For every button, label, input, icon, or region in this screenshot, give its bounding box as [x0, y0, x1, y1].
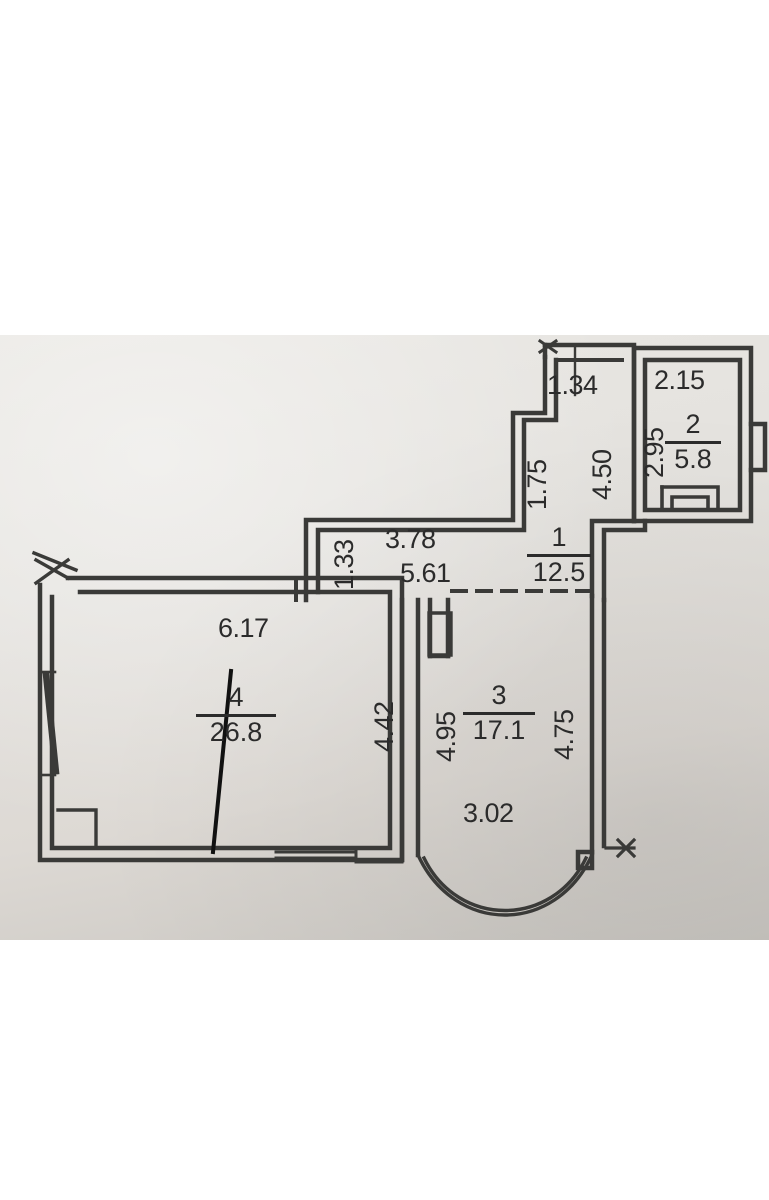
corner-marker-top-left	[31, 550, 79, 586]
room-4-number: 4	[228, 682, 244, 712]
bathroom-fixture	[660, 485, 720, 512]
room-3-label: 3 17.1	[463, 682, 535, 744]
room-1-number: 1	[551, 522, 567, 552]
scanned-plan-photo	[0, 335, 769, 940]
dimension-label-3-02: 3.02	[463, 798, 514, 828]
hall-outline	[303, 342, 648, 603]
dimension-label-2-95: 2.95	[639, 427, 669, 478]
room-2-label: 2 5.8	[665, 411, 721, 473]
dimension-label-4-95: 4.95	[431, 711, 461, 762]
room-4-area: 26.8	[209, 717, 263, 747]
dimension-label-1-33: 1.33	[329, 539, 359, 590]
living-room-left-window	[41, 670, 60, 777]
corner-marker-bottom-right	[604, 837, 637, 859]
dimension-label-3-78: 3.78	[385, 524, 436, 554]
dimension-label-1-75: 1.75	[522, 459, 552, 510]
dimension-tick-top-left	[537, 338, 559, 355]
kitchen-curved-wall	[415, 852, 595, 917]
dimension-label-4-42: 4.42	[369, 701, 399, 752]
room-3-fraction-bar	[463, 712, 535, 715]
room-2-number: 2	[685, 409, 701, 439]
dimension-label-1-34: 1.34	[547, 370, 598, 400]
dimension-label-6-17: 6.17	[218, 613, 269, 643]
kitchen-duct	[427, 611, 453, 657]
room-2-area: 5.8	[674, 444, 712, 474]
dimension-label-5-61: 5.61	[400, 558, 451, 588]
room-2-fraction-bar	[665, 441, 721, 444]
bathroom-window	[748, 421, 768, 473]
room-1-area: 12.5	[532, 557, 586, 587]
room-3-area: 17.1	[472, 715, 526, 745]
room-4-label: 4 26.8	[196, 684, 276, 746]
living-room-niche	[56, 808, 98, 850]
room-1-label: 1 12.5	[527, 524, 591, 586]
room-1-fraction-bar	[527, 554, 591, 557]
dimension-label-4-50: 4.50	[587, 449, 617, 500]
living-room-diagonal	[210, 668, 234, 855]
room-3-number: 3	[491, 680, 507, 710]
room-4-fraction-bar	[196, 714, 276, 717]
dimension-label-4-75: 4.75	[549, 709, 579, 760]
dimension-label-2-15: 2.15	[654, 365, 705, 395]
